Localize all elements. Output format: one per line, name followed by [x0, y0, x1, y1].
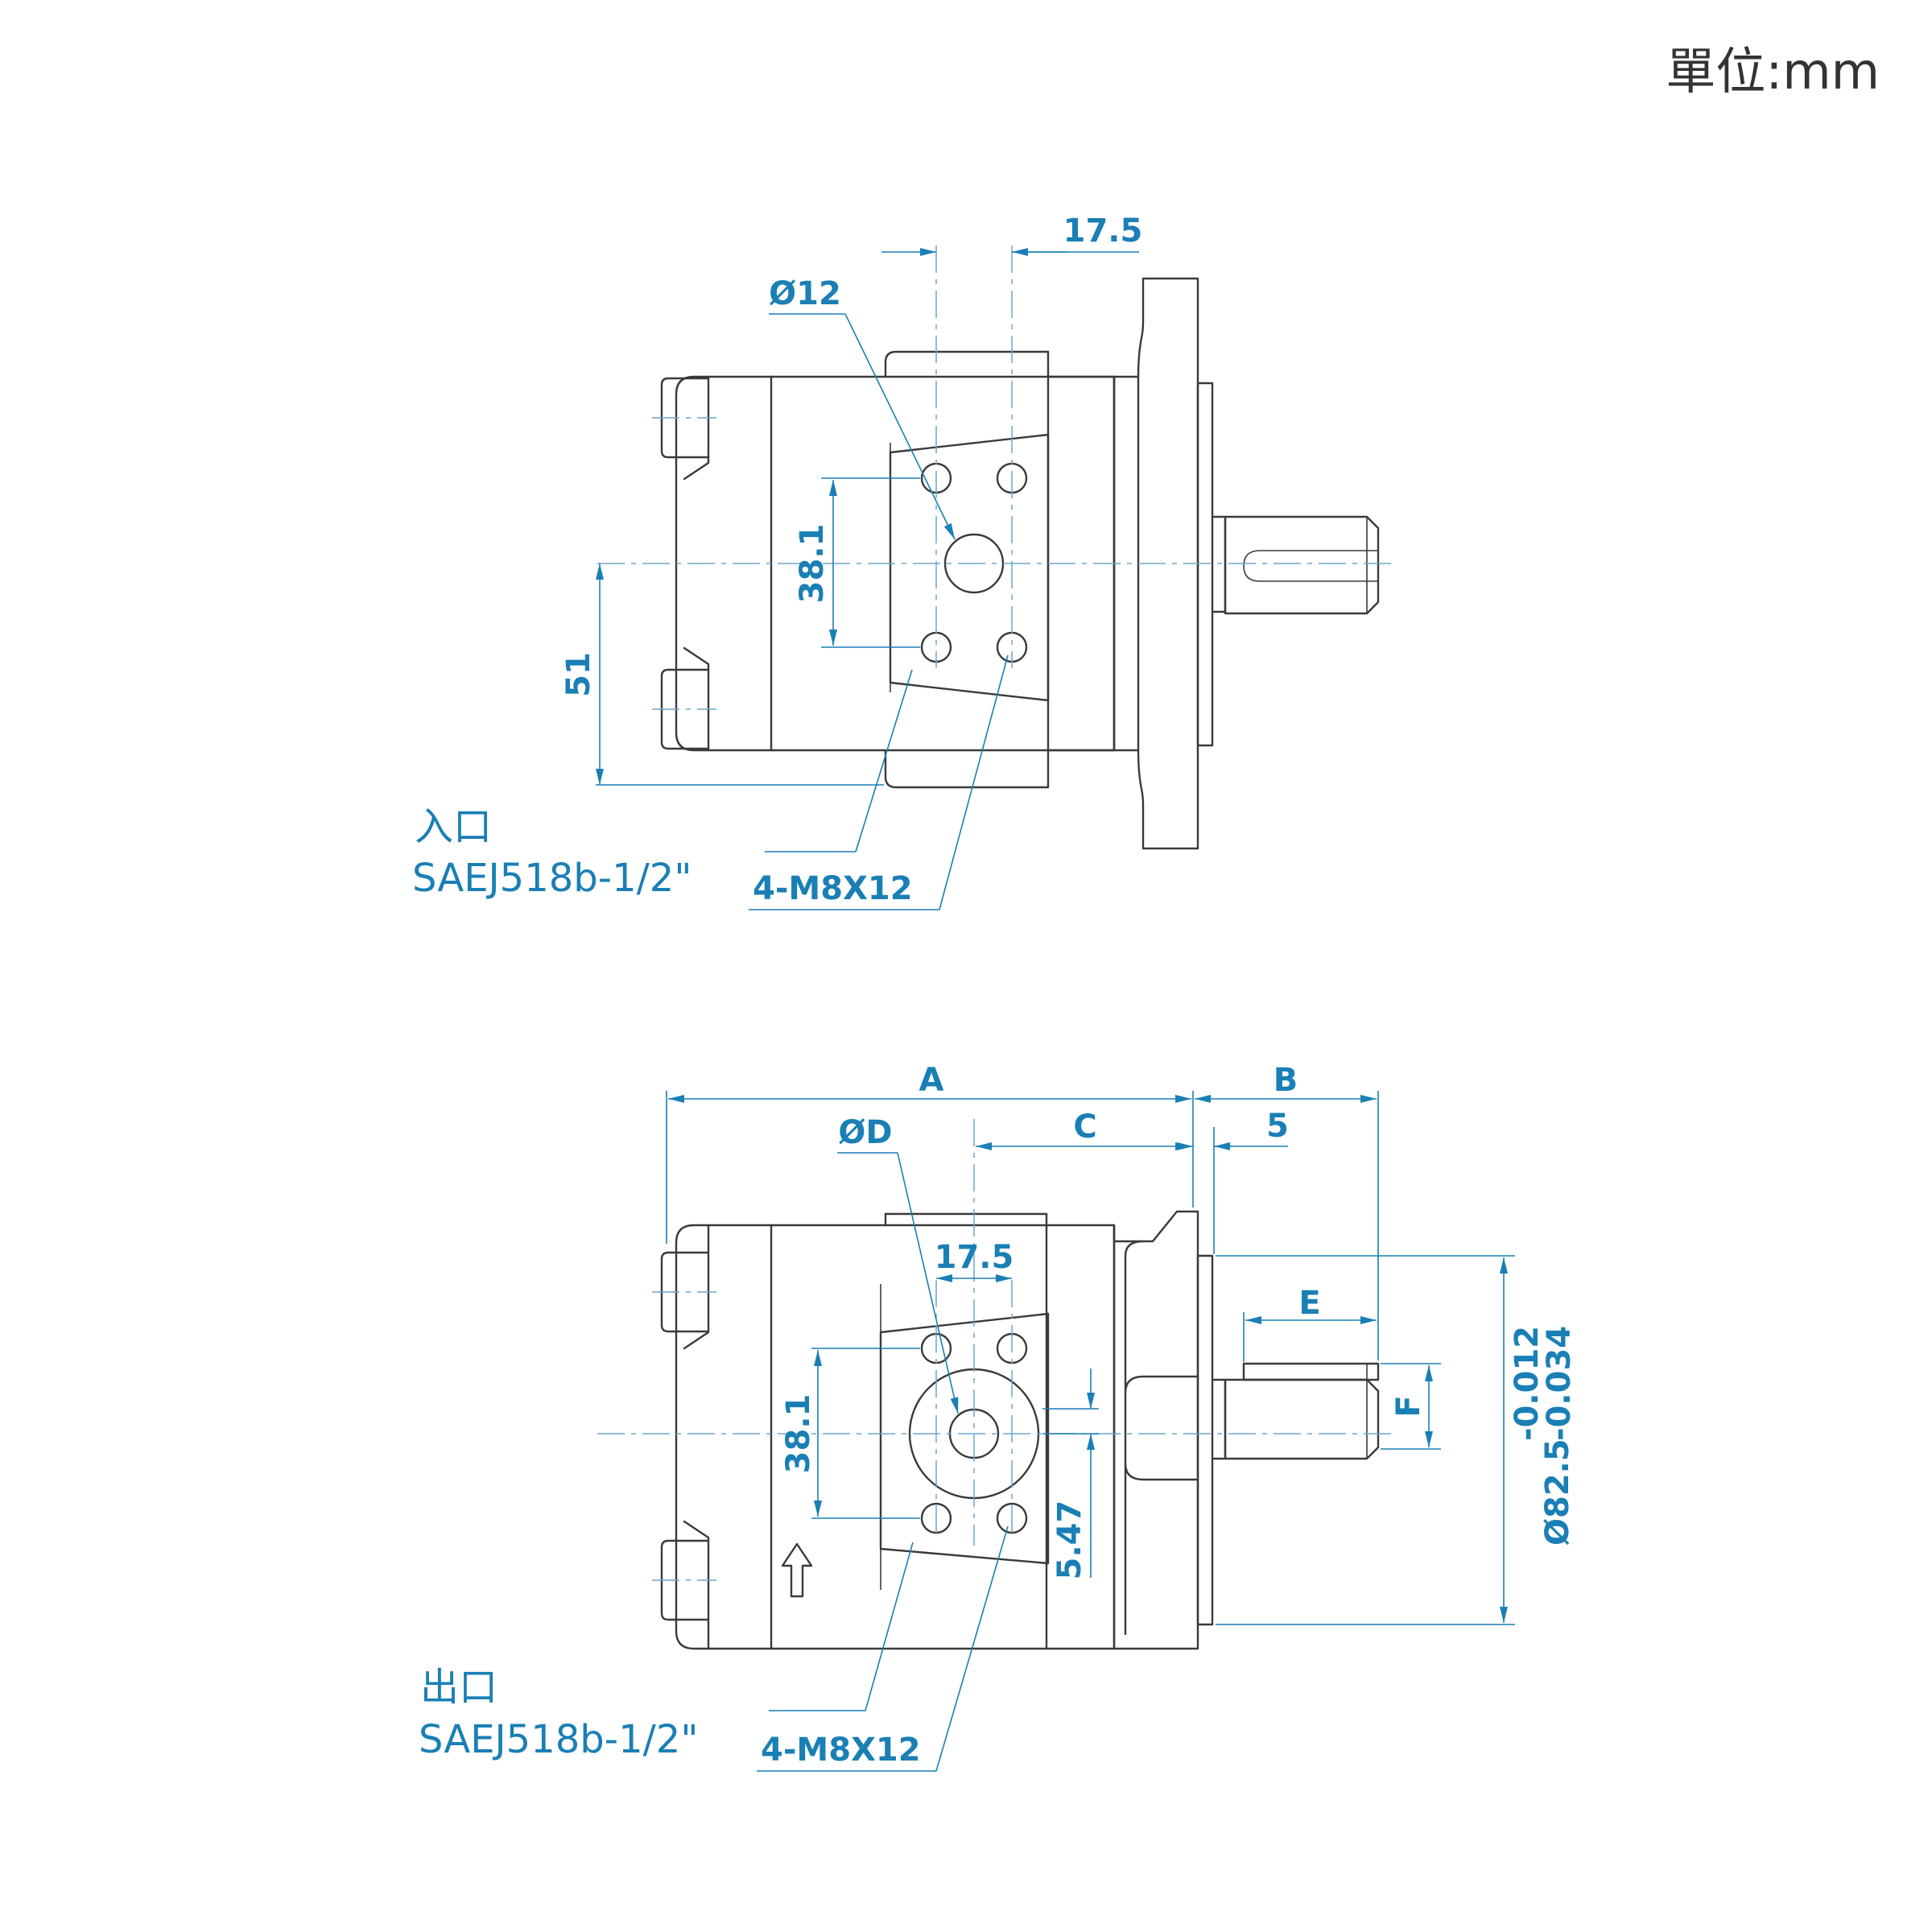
bottom-flange-pad [879, 1312, 1050, 1565]
bottom-dim-offset: 5.47 [1051, 1501, 1088, 1580]
top-shaft-keyway [1243, 550, 1378, 582]
top-port-label-spec: SAEJ518b-1/2" [412, 856, 691, 901]
bottom-dim-A: A [919, 1062, 944, 1099]
top-dim-port-diameter: Ø12 [769, 275, 841, 312]
bottom-dim-C: C [1073, 1108, 1096, 1146]
bottom-main-body [770, 1224, 1116, 1650]
top-dim-bolt-vertical: 38.1 [794, 524, 831, 604]
top-port-boss [884, 350, 1050, 789]
top-flange-pad [889, 433, 1050, 702]
top-shaft-shoulder [1211, 515, 1227, 613]
bottom-boss-top-edge [884, 1212, 1048, 1227]
bottom-dim-5: 5 [1266, 1108, 1289, 1145]
flow-arrow-icon [781, 1542, 813, 1598]
bottom-dim-B: B [1274, 1062, 1298, 1099]
top-view: 17.5 Ø12 38.1 51 入口 SAEJ518b-1/2" 4-M8X1… [412, 213, 1393, 910]
bottom-dim-pilot-diameter: Ø82.5 [1539, 1439, 1576, 1546]
bottom-dim-port-diameter: ØD [838, 1114, 892, 1151]
bottom-port-label-spec: SAEJ518b-1/2" [419, 1717, 698, 1762]
bottom-dim-port-spacing: 17.5 [935, 1239, 1014, 1276]
bottom-port-label-name: 出口 [420, 1665, 497, 1710]
bottom-view: A B C 5 ØD 17.5 E F [419, 1062, 1578, 1772]
top-pilot [1196, 382, 1214, 747]
top-dim-port-spacing: 17.5 [1063, 213, 1143, 250]
bottom-rear-cover-step [683, 1224, 710, 1650]
bottom-front-taper [1113, 1210, 1199, 1650]
top-rear-cover-step [683, 375, 710, 752]
top-shaft [1224, 515, 1380, 615]
bottom-dim-E: E [1298, 1285, 1320, 1322]
top-port-label-name: 入口 [415, 804, 492, 849]
bottom-pilot [1196, 1254, 1214, 1626]
bottom-rear-cover [675, 1224, 774, 1650]
bottom-shaft-key [1242, 1362, 1380, 1381]
unit-label: 單位:mm [1666, 42, 1880, 101]
bottom-dim-tol-upper: -0.012 [1509, 1326, 1546, 1441]
bottom-front-inner [1124, 1240, 1199, 1636]
bottom-dim-bolt-vertical: 38.1 [780, 1394, 817, 1474]
bottom-shaft-shoulder [1211, 1378, 1227, 1460]
top-thread-label: 4-M8X12 [753, 870, 913, 907]
bottom-dim-pilot-diameter-group: Ø82.5 -0.012 -0.034 [1509, 1326, 1578, 1546]
bottom-dim-F: F [1390, 1395, 1427, 1417]
bottom-shaft [1224, 1378, 1380, 1460]
bottom-thread-label: 4-M8X12 [761, 1732, 921, 1769]
top-dim-center-height: 51 [560, 652, 597, 697]
bottom-dim-tol-lower: -0.034 [1541, 1326, 1578, 1441]
